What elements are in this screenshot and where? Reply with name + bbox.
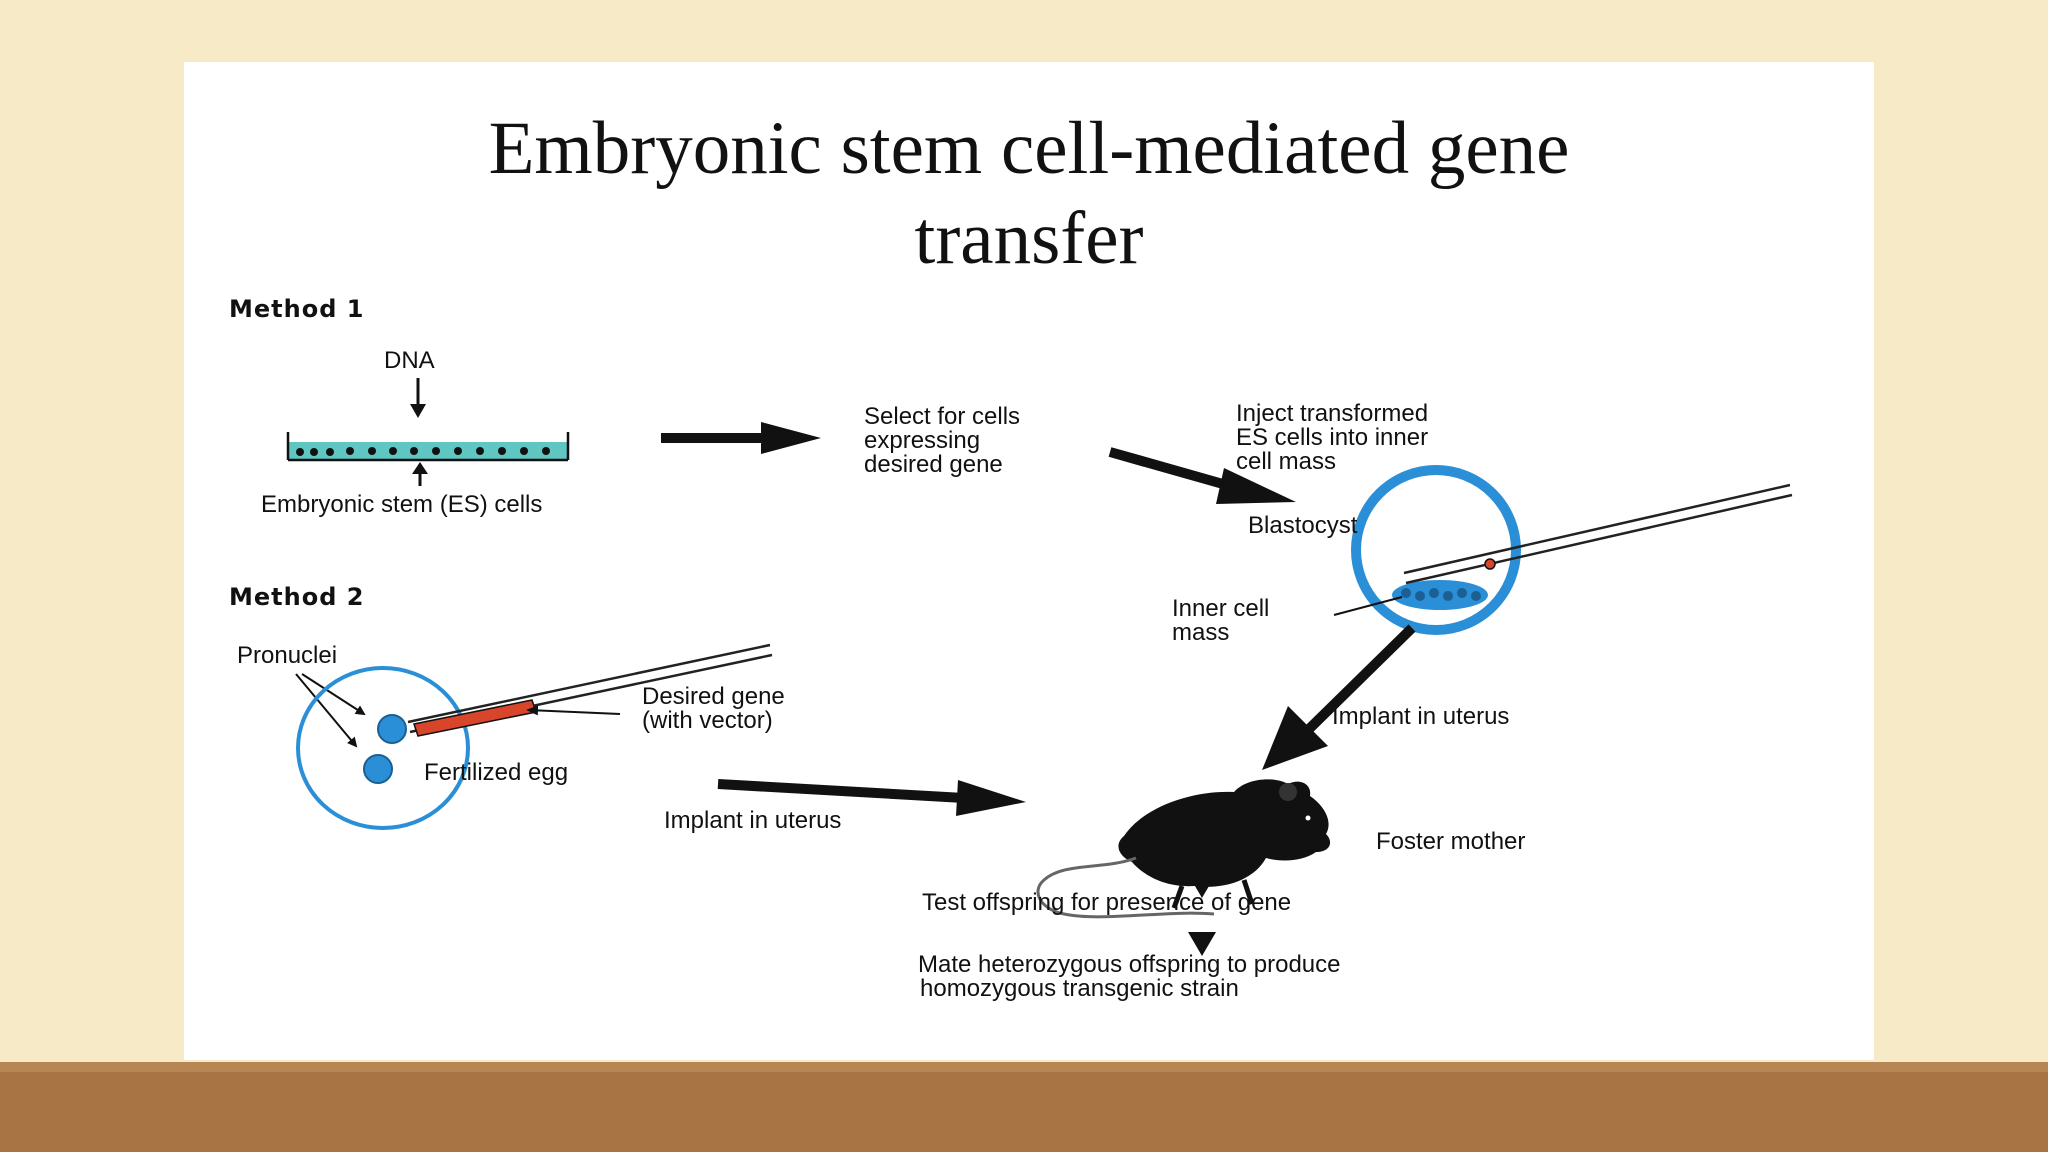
foster-mother-label: Foster mother [1376,828,1525,855]
arrow-to-test [1188,874,1216,898]
test-offspring-label: Test offspring for presence of gene [922,889,1291,916]
inner-cell-line-2: mass [1172,619,1229,646]
pronuclei-label: Pronuclei [237,642,337,669]
bottom-band [0,1062,2048,1152]
es-cells-label: Embryonic stem (ES) cells [261,491,542,518]
arrow-select-to-blastocyst [1108,447,1296,504]
inject-line-2: ES cells into inner [1236,424,1428,451]
injection-needle [1403,483,1793,585]
slide-card: Embryonic stem cell-mediated gene transf… [184,62,1874,1060]
method-1-implant-label: Implant in uterus [1332,703,1509,730]
fertilized-egg-label: Fertilized egg [424,759,568,786]
desired-gene-pointer [526,705,621,716]
inject-line-1: Inject transformed [1236,400,1428,427]
select-line-2: expressing [864,427,980,454]
arrow-blastocyst-to-mouse [1262,624,1416,770]
desired-gene-line-1: Desired gene [642,683,785,710]
slide-title-line-1: Embryonic stem cell-mediated gene [488,107,1570,190]
select-line-3: desired gene [864,451,1003,478]
fertilized-egg [296,666,470,830]
method-1-heading: Method 1 [229,295,364,323]
mate-line-2: homozygous transgenic strain [920,975,1239,1002]
blastocyst-label: Blastocyst [1248,512,1358,539]
bottom-band-edge [0,1062,2048,1072]
pronuclei-pointers [295,673,366,748]
microinjection-needle [407,643,773,737]
inner-cell-pointer [1333,596,1403,616]
dna-label: DNA [384,347,435,374]
blastocyst [1351,465,1521,635]
method-2-implant-label: Implant in uterus [664,807,841,834]
slide-title-line-2: transfer [914,197,1144,280]
inject-line-3: cell mass [1236,448,1336,475]
select-line-1: Select for cells [864,403,1020,430]
es-cells-arrow [412,462,428,486]
method-2-heading: Method 2 [229,583,364,611]
dna-arrow [410,378,426,418]
mate-line-1: Mate heterozygous offspring to produce [918,951,1340,978]
foster-mother-mouse [1036,779,1331,919]
slide-title: Embryonic stem cell-mediated gene transf… [184,104,1874,284]
arrow-egg-to-mouse [717,779,1026,816]
gene-transfer-diagram: Method 1 DNA Embryonic stem (ES) cells [229,295,1793,1002]
arrow-to-mate [1188,932,1216,956]
arrow-dish-to-select [661,422,821,454]
inner-cell-line-1: Inner cell [1172,595,1269,622]
desired-gene-line-2: (with vector) [642,707,773,734]
culture-dish [286,432,570,462]
